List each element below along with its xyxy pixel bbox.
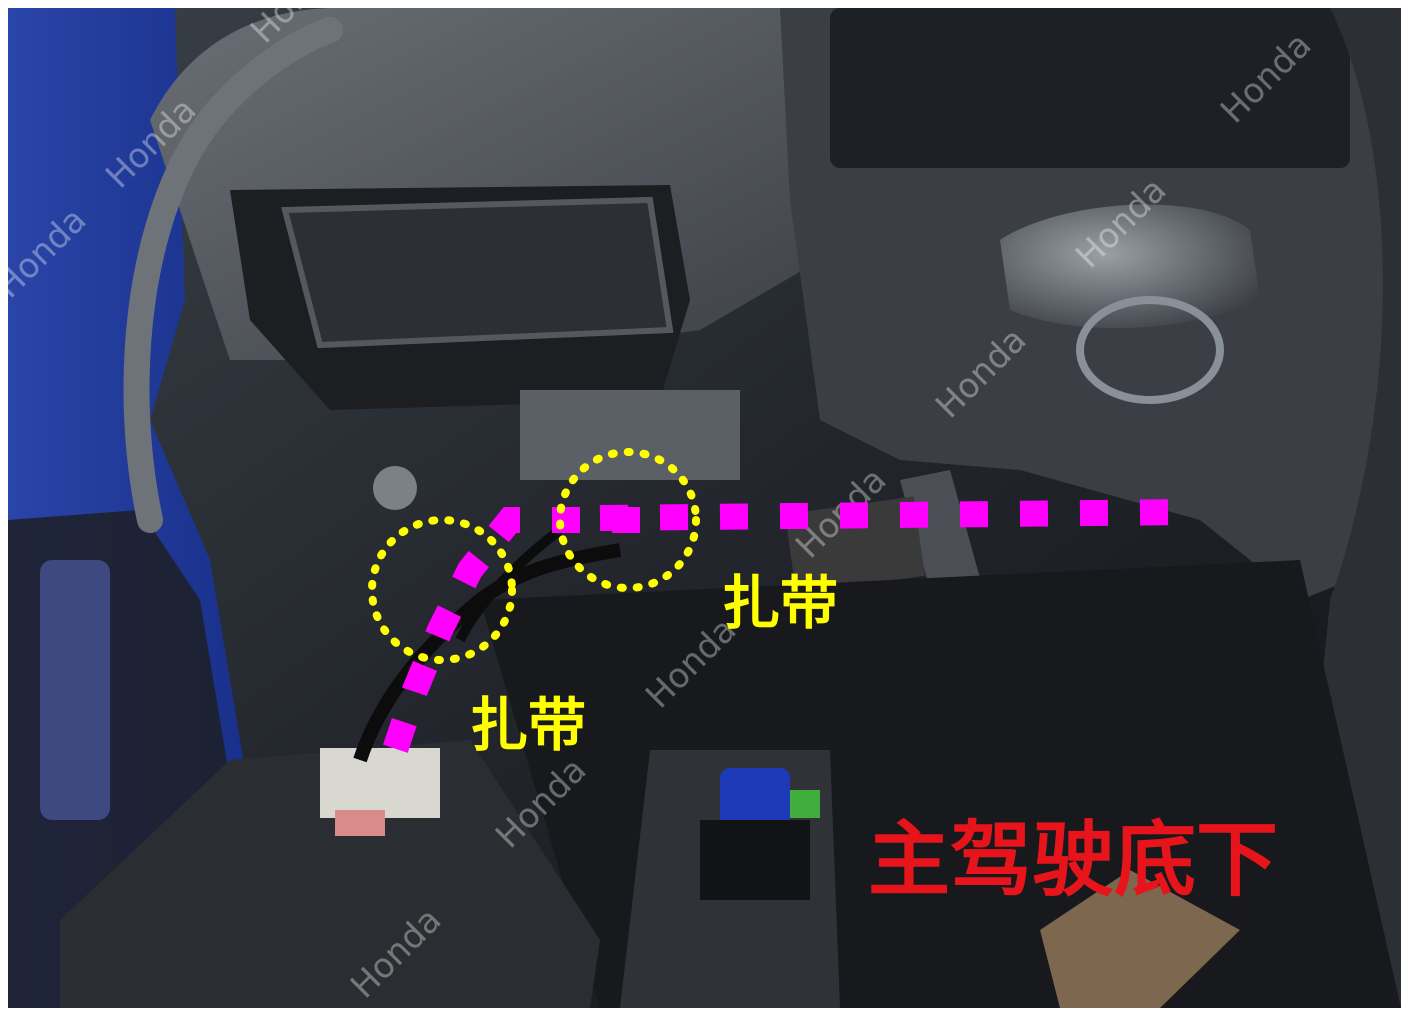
center-module	[520, 390, 740, 480]
cable-tie-highlight-1	[556, 448, 700, 592]
white-connector	[320, 748, 440, 818]
black-module	[700, 820, 810, 900]
instrument-cluster	[830, 8, 1350, 168]
ignition-ring	[1076, 296, 1224, 404]
cable-tie-label-2: 扎带	[470, 691, 586, 759]
floor-carpet	[480, 560, 1401, 1008]
paper-on-floor	[1040, 870, 1240, 1008]
location-label: 主驾驶底下	[868, 813, 1278, 908]
cable-tie-label-1: 扎带	[722, 569, 838, 637]
blue-connector	[720, 768, 790, 828]
mounting-bolt	[373, 466, 417, 510]
panel-arch	[123, 17, 343, 533]
fuse-box	[60, 740, 600, 1008]
wiring-route-horizontal	[599, 499, 1193, 531]
cable-tie-highlight-2	[368, 516, 516, 664]
steering-column	[1000, 204, 1260, 329]
inner-tray	[281, 196, 674, 349]
wire-harness-2	[455, 526, 564, 643]
green-connector	[790, 790, 820, 818]
pedal-pad	[785, 496, 925, 594]
pink-connector	[335, 810, 385, 836]
door-trim-strip	[40, 560, 110, 820]
